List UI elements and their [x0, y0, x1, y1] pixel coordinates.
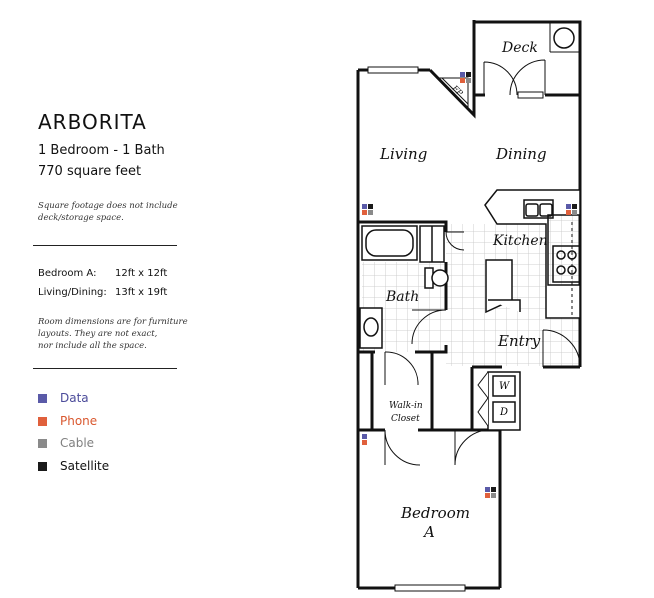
- dimension-value: 13ft x 19ft: [115, 287, 168, 298]
- dimension-note-line-1: Room dimensions are for furniture: [38, 317, 188, 327]
- deck-fixture: [553, 27, 575, 49]
- footage-note: Square footage does not include deck/sto…: [38, 200, 178, 224]
- plan-area: 770 square feet: [38, 164, 142, 179]
- dimension-label: Bedroom A:: [38, 268, 97, 279]
- dimension-row: Bedroom A: 12ft x 12ft: [38, 268, 167, 279]
- divider-bottom: [33, 368, 177, 369]
- outlets: [362, 72, 577, 498]
- room-label-living: Living: [379, 145, 427, 163]
- room-label-bath: Bath: [385, 289, 419, 305]
- footage-note-line-1: Square footage does not include: [38, 201, 178, 211]
- footage-note-line-2: deck/storage space.: [38, 213, 124, 223]
- legend-label: Phone: [60, 414, 98, 428]
- dimension-note: Room dimensions are for furniture layout…: [38, 316, 188, 352]
- legend-label: Cable: [60, 436, 95, 450]
- legend-swatch: [38, 417, 47, 426]
- dimension-label: Living/Dining:: [38, 287, 107, 298]
- room-label-entry: Entry: [497, 332, 541, 350]
- windows: [367, 66, 544, 592]
- room-label-bedroom-line-1: Bedroom: [400, 504, 470, 522]
- kitchen-cabinets: [484, 189, 581, 319]
- dimension-note-line-2: layouts. They are not exact,: [38, 329, 158, 339]
- legend-swatch: [38, 462, 47, 471]
- door-swings: [384, 59, 581, 466]
- room-label-kitchen: Kitchen: [492, 233, 548, 249]
- legend-swatch: [38, 439, 47, 448]
- room-label-bedroom-line-2: A: [422, 523, 435, 541]
- room-label-dining: Dining: [495, 145, 547, 163]
- dimension-row: Living/Dining: 13ft x 19ft: [38, 287, 167, 298]
- room-label-fp: FP: [450, 83, 465, 98]
- laundry: [477, 371, 521, 431]
- plan-layout: 1 Bedroom - 1 Bath: [38, 143, 165, 158]
- divider-top: [33, 245, 177, 246]
- dryer-label: D: [499, 407, 508, 418]
- room-label-closet-line-1: Walk-in: [389, 401, 423, 411]
- room-label-deck: Deck: [501, 40, 538, 56]
- legend-label: Data: [60, 391, 89, 405]
- dimension-value: 12ft x 12ft: [115, 268, 168, 279]
- plan-name: ARBORITA: [38, 110, 147, 134]
- legend-swatch: [38, 394, 47, 403]
- bath-fixtures: [359, 225, 449, 349]
- washer-label: W: [499, 381, 510, 392]
- dimension-note-line-3: nor include all the space.: [38, 341, 147, 351]
- legend-label: Satellite: [60, 459, 110, 473]
- room-label-closet-line-2: Closet: [391, 414, 420, 424]
